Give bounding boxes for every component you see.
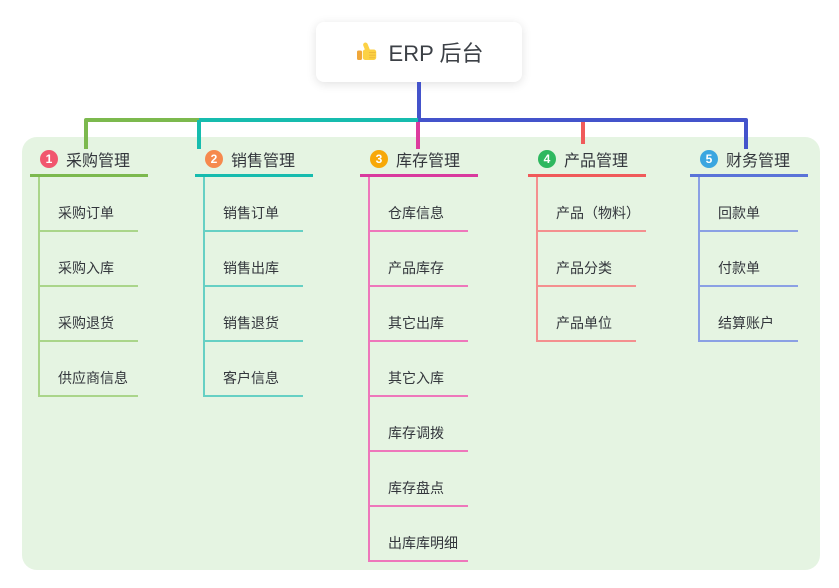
connector-drop-branch-1	[84, 120, 88, 149]
branch-purchase: 1 采购管理 采购订单 采购入库 采购退货 供应商信息	[30, 148, 148, 397]
node-label: 出库库明细	[388, 535, 458, 551]
mindmap-node[interactable]: 产品单位	[536, 287, 636, 342]
branch-spine	[536, 177, 538, 342]
connector-root-vertical	[417, 82, 421, 120]
mindmap-node[interactable]: 仓库信息	[368, 177, 468, 232]
branch-spine	[698, 177, 700, 342]
node-label: 库存盘点	[388, 480, 444, 496]
mindmap-node[interactable]: 供应商信息	[38, 342, 138, 397]
mindmap-node[interactable]: 销售订单	[203, 177, 303, 232]
branch-spine	[203, 177, 205, 397]
mindmap-node[interactable]: 回款单	[698, 177, 798, 232]
branch-spine	[368, 177, 370, 562]
branch-product-header[interactable]: 4 产品管理	[528, 148, 646, 177]
branch-inventory-header[interactable]: 3 库存管理	[360, 148, 478, 177]
node-label: 回款单	[718, 205, 760, 221]
connector-drop-branch-2	[197, 120, 201, 149]
branch-number-badge: 3	[370, 149, 388, 168]
root-node[interactable]: ERP 后台	[316, 22, 522, 82]
branch-label: 财务管理	[726, 152, 791, 170]
connector-drop-branch-3	[416, 122, 420, 149]
mindmap-node[interactable]: 出库库明细	[368, 507, 468, 562]
mindmap-node[interactable]: 采购退货	[38, 287, 138, 342]
node-label: 结算账户	[718, 315, 774, 331]
mindmap-node[interactable]: 付款单	[698, 232, 798, 287]
branch-product: 4 产品管理 产品（物料） 产品分类 产品单位	[528, 148, 646, 342]
branch-number-badge: 2	[205, 149, 223, 168]
mindmap-node[interactable]: 采购入库	[38, 232, 138, 287]
branches-panel	[22, 137, 820, 570]
branch-finance-header[interactable]: 5 财务管理	[690, 148, 808, 177]
connector-drop-branch-4	[581, 122, 585, 144]
branch-inventory: 3 库存管理 仓库信息 产品库存 其它出库 其它入库 库存调拨 库存盘点 出库库…	[360, 148, 478, 562]
branch-number-badge: 1	[40, 149, 58, 168]
node-label: 客户信息	[223, 370, 279, 386]
node-label: 采购订单	[58, 205, 114, 221]
node-label: 销售订单	[223, 205, 279, 221]
connector-horizontal-green	[84, 118, 199, 122]
branch-label: 采购管理	[66, 152, 131, 170]
mindmap-node[interactable]: 销售出库	[203, 232, 303, 287]
node-label: 产品单位	[556, 315, 612, 331]
branch-label: 产品管理	[564, 152, 629, 170]
mindmap-node[interactable]: 采购订单	[38, 177, 138, 232]
node-label: 供应商信息	[58, 370, 128, 386]
mindmap-node[interactable]: 产品（物料）	[536, 177, 646, 232]
mindmap-node[interactable]: 其它出库	[368, 287, 468, 342]
mindmap-node[interactable]: 结算账户	[698, 287, 798, 342]
root-node-label: ERP 后台	[388, 41, 484, 66]
node-label: 销售退货	[223, 315, 279, 331]
branch-number-badge: 5	[700, 149, 718, 168]
mindmap-node[interactable]: 库存调拨	[368, 397, 468, 452]
branch-label: 库存管理	[396, 152, 461, 170]
mindmap-node[interactable]: 库存盘点	[368, 452, 468, 507]
node-label: 付款单	[718, 260, 760, 276]
node-label: 其它出库	[388, 315, 444, 331]
branch-label: 销售管理	[231, 152, 296, 170]
node-label: 其它入库	[388, 370, 444, 386]
mindmap-node[interactable]: 销售退货	[203, 287, 303, 342]
node-label: 产品（物料）	[556, 205, 640, 221]
mindmap-node[interactable]: 产品分类	[536, 232, 636, 287]
connector-drop-branch-5	[744, 120, 748, 149]
thumbs-up-icon	[355, 40, 379, 64]
mindmap-node[interactable]: 产品库存	[368, 232, 468, 287]
branch-number-badge: 4	[538, 149, 556, 168]
node-label: 库存调拨	[388, 425, 444, 441]
mindmap-node[interactable]: 客户信息	[203, 342, 303, 397]
branch-sales: 2 销售管理 销售订单 销售出库 销售退货 客户信息	[195, 148, 313, 397]
node-label: 产品库存	[388, 260, 444, 276]
branch-purchase-header[interactable]: 1 采购管理	[30, 148, 148, 177]
branch-spine	[38, 177, 40, 397]
connector-horizontal-blue	[418, 118, 748, 122]
node-label: 产品分类	[556, 260, 612, 276]
branch-finance: 5 财务管理 回款单 付款单 结算账户	[690, 148, 808, 342]
mindmap-node[interactable]: 其它入库	[368, 342, 468, 397]
node-label: 采购入库	[58, 260, 114, 276]
node-label: 仓库信息	[388, 205, 444, 221]
node-label: 销售出库	[223, 260, 279, 276]
branch-sales-header[interactable]: 2 销售管理	[195, 148, 313, 177]
node-label: 采购退货	[58, 315, 114, 331]
connector-horizontal-teal	[199, 118, 418, 122]
